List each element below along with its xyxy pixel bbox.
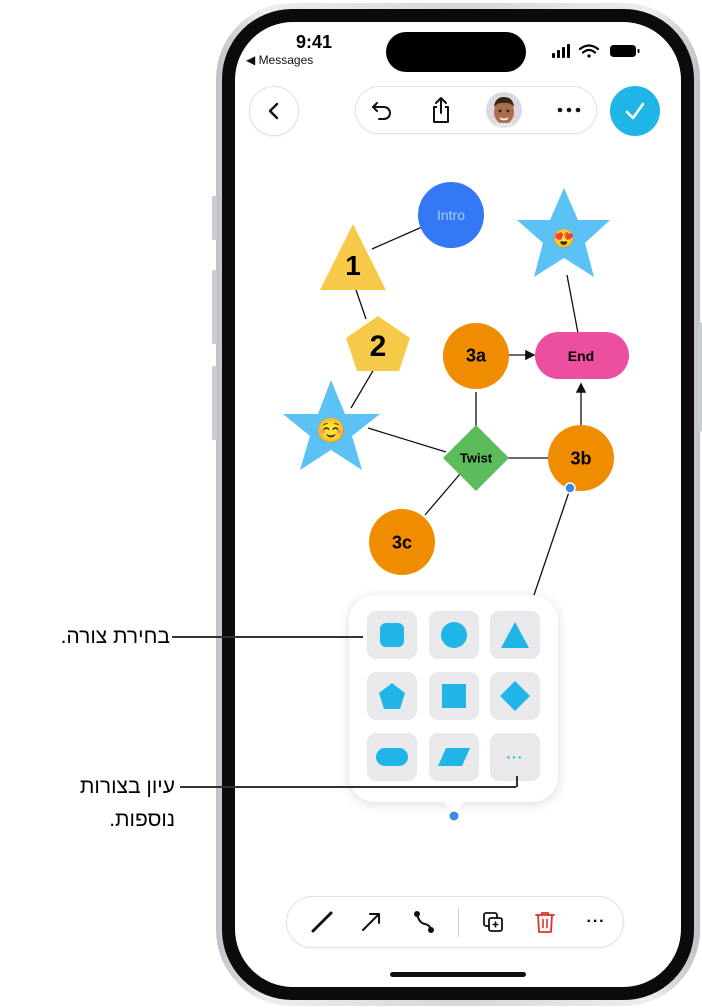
connector-icon [414, 911, 434, 933]
circle-3c [369, 509, 435, 575]
triangle-one [320, 224, 386, 290]
star-smile [283, 380, 380, 470]
avatar[interactable] [486, 92, 522, 128]
connector-star-end [566, 274, 579, 334]
ellipsis-icon [557, 107, 581, 113]
volume-down-button [212, 366, 217, 440]
connector-twist-3c [424, 473, 461, 516]
undo-button[interactable] [368, 97, 396, 123]
back-to-app-link[interactable]: ◀ Messages [246, 53, 314, 67]
shape-option-circle[interactable] [429, 611, 479, 659]
more-shapes-icon: ··· [506, 749, 524, 765]
arrow-icon [362, 913, 380, 931]
shape-option-square[interactable] [429, 672, 479, 720]
pill-icon [376, 748, 408, 766]
callout-line-choose-shape [172, 636, 363, 638]
home-indicator [390, 972, 526, 977]
diamond-icon [500, 681, 530, 711]
smile-emoji: ☺️ [316, 417, 346, 445]
shape-option-diamond[interactable] [490, 672, 540, 720]
heart-eyes-emoji: 😍 [552, 228, 576, 249]
label-3b: 3b [570, 448, 592, 469]
share-button[interactable] [426, 95, 456, 125]
duplicate-button[interactable] [476, 905, 510, 939]
checkmark-icon [625, 102, 645, 120]
arrow-tool-button[interactable] [354, 905, 388, 939]
end-pill [535, 332, 629, 379]
side-button [698, 322, 702, 432]
triangle-icon [501, 622, 529, 648]
line-tool-button[interactable] [305, 905, 339, 939]
toolbar-divider [458, 907, 459, 937]
callout-line-more-shapes-tick [516, 776, 518, 787]
popup-pointer [441, 800, 467, 812]
twist-label: Twist [459, 450, 493, 466]
duplicate-icon [483, 912, 503, 932]
twist-diamond [443, 425, 509, 491]
pentagon-two [346, 316, 410, 371]
pentagon-label: 2 [369, 330, 387, 363]
undo-icon [372, 102, 391, 120]
connector-3b-new [532, 488, 571, 599]
volume-up-button [212, 270, 217, 344]
back-button[interactable] [250, 87, 298, 135]
more-options-button[interactable] [554, 97, 584, 123]
shape-option-rounded-square[interactable] [367, 611, 417, 659]
chevron-left-icon [268, 102, 279, 120]
intro-label: Intro [436, 207, 466, 223]
bottom-toolbar: ··· [287, 897, 623, 947]
trash-icon [535, 912, 555, 933]
status-time: 9:41 [295, 32, 333, 52]
share-icon [433, 97, 449, 123]
shape-picker: ··· [349, 595, 558, 802]
cellular-signal-icon [552, 44, 570, 58]
callout-more-shapes: עיון בצורות נוספות. [79, 775, 175, 831]
shape-option-triangle[interactable] [490, 611, 540, 659]
rounded-square-icon [380, 623, 404, 647]
end-label: End [567, 348, 595, 364]
done-button[interactable] [610, 86, 660, 136]
wifi-icon [578, 44, 600, 58]
top-toolbar [356, 87, 596, 133]
line-icon [311, 911, 333, 933]
connector-two-star [350, 368, 375, 409]
circle-icon [441, 622, 467, 648]
star-heart-eyes [517, 188, 610, 277]
connector-tool-button[interactable] [407, 905, 441, 939]
intro-circle [418, 182, 484, 248]
ellipsis-icon: ··· [586, 913, 606, 930]
circle-3b [548, 425, 614, 491]
insertion-point [449, 811, 459, 821]
battery-icon [610, 45, 640, 57]
label-3c: 3c [391, 532, 413, 553]
label-3a: 3a [465, 345, 487, 366]
connector-one-two [355, 289, 367, 320]
shape-option-more[interactable]: ··· [490, 733, 540, 781]
bottom-more-button[interactable]: ··· [579, 905, 613, 939]
parallelogram-icon [438, 748, 470, 766]
circle-3a [443, 323, 509, 389]
shape-option-pentagon[interactable] [367, 672, 417, 720]
callout-choose-shape: בחירת צורה. [60, 625, 170, 648]
dynamic-island [386, 32, 526, 72]
delete-button[interactable] [528, 905, 562, 939]
shape-option-parallelogram[interactable] [429, 733, 479, 781]
connector-star-twist [367, 427, 447, 453]
square-icon [442, 684, 466, 708]
callout-line-more-shapes [180, 786, 516, 788]
action-button [212, 196, 217, 240]
pentagon-icon [379, 683, 405, 709]
connector-intro-one [371, 226, 423, 250]
triangle-label: 1 [345, 250, 361, 281]
status-icons [552, 43, 642, 64]
connection-handle [564, 482, 576, 494]
shape-option-pill[interactable] [367, 733, 417, 781]
